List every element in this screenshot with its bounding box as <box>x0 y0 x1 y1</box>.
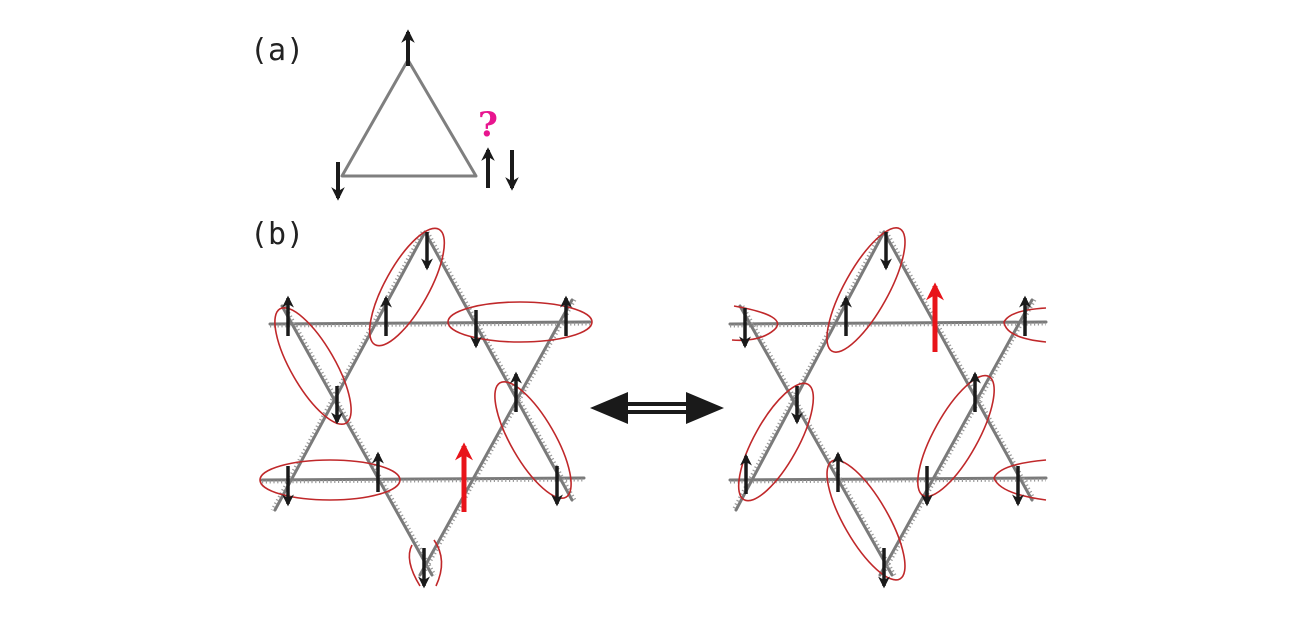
singlet-loop <box>447 301 593 343</box>
singlet-loop <box>826 227 906 353</box>
singlet-loop <box>494 380 572 500</box>
singlet-loop <box>408 539 443 587</box>
kagome-lattice-right <box>728 227 1048 589</box>
panel-b-label: (b) <box>250 217 304 252</box>
singlet-loop <box>368 227 446 347</box>
double-headed-arrow-icon <box>590 392 724 424</box>
panel-a: (a) ? <box>250 29 519 201</box>
singlet-loop <box>274 306 352 426</box>
kagome-lattice-left <box>259 227 593 589</box>
lattice-bonds <box>728 230 1048 577</box>
frustration-question-mark: ? <box>478 105 498 145</box>
spins <box>282 232 572 589</box>
singlet-loop <box>259 459 401 501</box>
singlet-loop <box>1003 307 1047 343</box>
singlet-loops <box>731 227 1047 581</box>
lattice-bonds <box>260 230 592 577</box>
triangle-lattice-bond <box>340 58 478 178</box>
singlet-loop <box>826 459 906 581</box>
spins <box>739 232 1031 589</box>
panel-a-label: (a) <box>250 33 304 68</box>
singlet-loops <box>259 227 593 587</box>
singlet-loop <box>737 382 815 502</box>
